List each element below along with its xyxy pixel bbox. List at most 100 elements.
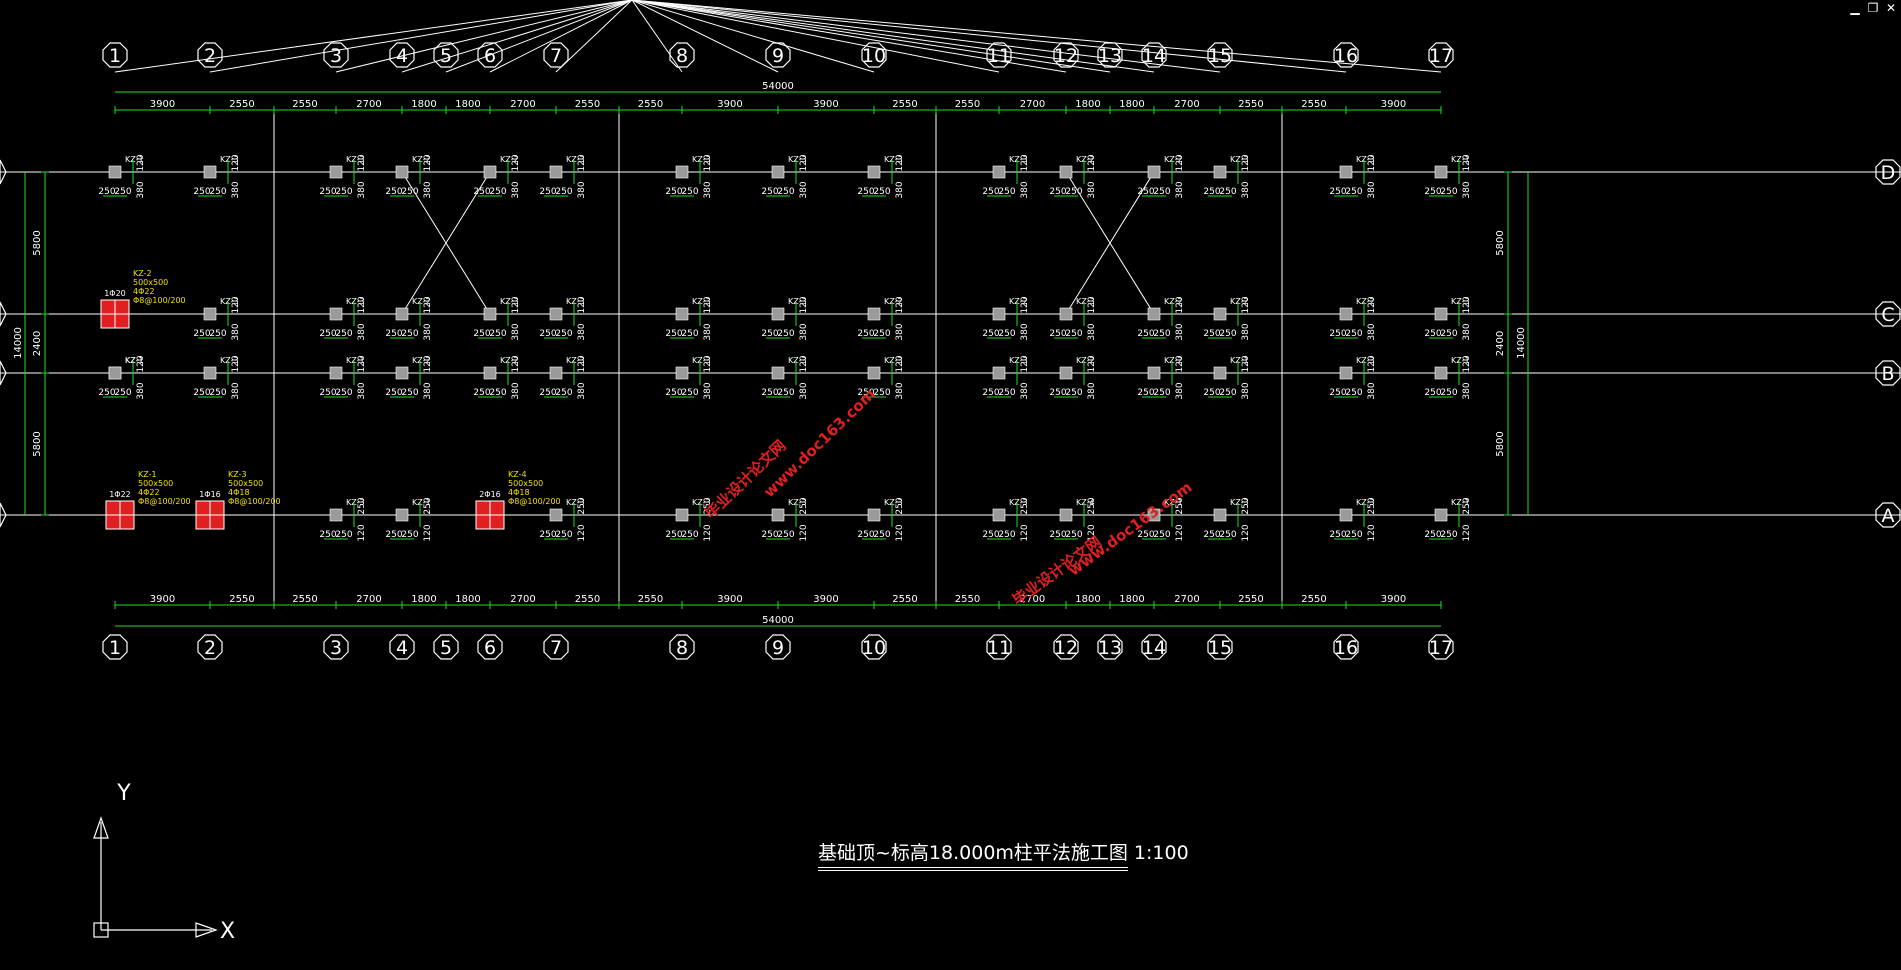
detail-kz2-size: 500x500: [133, 278, 168, 287]
column-dim-value: 120: [357, 524, 367, 541]
column-bottom-dim-value: 250: [1219, 388, 1236, 398]
column-marker: [867, 508, 881, 522]
column-bottom-dim-value: 250: [777, 187, 794, 197]
dim-top-segment-label: 2550: [229, 99, 254, 110]
column-label: KZ-3: [788, 155, 807, 164]
axis-top-8-bubble: [669, 42, 695, 68]
column-dim-value: 380: [799, 181, 809, 198]
column-dim-value: 380: [703, 323, 713, 340]
column-label: KZ-3: [884, 155, 903, 164]
column-label: KZ-3: [220, 155, 239, 164]
column-label: KZ-1: [125, 155, 144, 164]
dim-bottom-segment-label: 2550: [638, 594, 663, 605]
column-bottom-dim-value: 250: [857, 329, 874, 339]
column-label: KZ-3: [220, 297, 239, 306]
column-dim-value: 120: [1241, 296, 1251, 313]
minimize-icon[interactable]: ▁: [1850, 1, 1860, 15]
column-bottom-dim-value: 250: [1329, 388, 1346, 398]
axis-bottom-6-bubble: [477, 634, 503, 660]
dim-bottom-segment-label: 3900: [717, 594, 742, 605]
axis-top-12-bubble: [1053, 42, 1079, 68]
dim-bottom-segment-label: 2700: [356, 594, 381, 605]
column-dim-value: 120: [1175, 154, 1185, 171]
column-label: KZ-2: [1164, 356, 1183, 365]
axis-left-D-bubble: [0, 159, 7, 185]
column-label: KZ-3: [884, 356, 903, 365]
column-label: KZ-1: [1451, 155, 1470, 164]
column-marker: [1339, 508, 1353, 522]
column-bottom-dim-value: 250: [777, 329, 794, 339]
dim-bottom-segment-label: 1800: [1075, 594, 1100, 605]
column-bottom-dim-value: 250: [1219, 329, 1236, 339]
column-bottom-dim-value: 250: [665, 388, 682, 398]
dim-vertical-label: 5800: [1495, 431, 1506, 456]
column-dim-value: 380: [357, 323, 367, 340]
column-dim-value: 120: [1175, 355, 1185, 372]
dim-top-segment-label: 2550: [1301, 99, 1326, 110]
column-label: KZ-4: [1076, 498, 1095, 507]
column-dim-value: 120: [895, 524, 905, 541]
column-bottom-dim-value: 250: [873, 329, 890, 339]
restore-icon[interactable]: ❐: [1867, 1, 1879, 15]
axis-bottom-2-label: 2: [204, 637, 216, 659]
column-bottom-dim-value: 250: [1203, 388, 1220, 398]
dim-top-segment-label: 1800: [1075, 99, 1100, 110]
column-label: KZ-3: [1356, 498, 1375, 507]
dim-top-segment-label: 1800: [1119, 99, 1144, 110]
column-dim-value: 250: [1462, 497, 1472, 514]
close-icon[interactable]: ✕: [1885, 1, 1897, 15]
column-bottom-dim-value: 250: [873, 388, 890, 398]
column-bottom-dim-value: 250: [761, 530, 778, 540]
column-label: KZ-3: [692, 498, 711, 507]
column-bottom-dim-value: 250: [335, 388, 352, 398]
dim-bottom-segment-label: 3900: [1381, 594, 1406, 605]
axis-bottom-14-label: 14: [1142, 637, 1166, 659]
column-dim-value: 120: [423, 355, 433, 372]
column-dim-value: 380: [357, 181, 367, 198]
column-label: KZ-1: [346, 356, 365, 365]
dim-top-segment-label: 2700: [1174, 99, 1199, 110]
column-bottom-dim-value: 250: [1137, 187, 1154, 197]
grid-line-col-4: [401, 0, 633, 73]
column-bottom-dim-value: 250: [401, 388, 418, 398]
column-bottom-dim-value: 250: [1440, 329, 1457, 339]
column-bottom-dim-value: 250: [1137, 388, 1154, 398]
column-dim-value: 120: [1175, 296, 1185, 313]
column-marker: [992, 366, 1006, 380]
column-bottom-dim-value: 250: [1345, 329, 1362, 339]
column-dim-value: 380: [357, 382, 367, 399]
column-dim-value: 120: [1241, 355, 1251, 372]
column-label: KZ-3: [788, 356, 807, 365]
axis-left-C-bubble: [0, 301, 7, 327]
axis-bottom-4-label: 4: [396, 637, 408, 659]
column-dim-value: 380: [136, 181, 146, 198]
detail-kz3-stirrup: Φ8@100/200: [228, 497, 281, 506]
column-label: KZ-1: [1230, 356, 1249, 365]
column-marker: [1339, 165, 1353, 179]
axis-bottom-15-bubble: [1207, 634, 1233, 660]
column-dim-value: 120: [703, 296, 713, 313]
column-bottom-dim-value: 250: [777, 530, 794, 540]
grid-line-col-9: [631, 0, 779, 73]
column-bottom-dim-value: 250: [1049, 187, 1066, 197]
column-marker: [1059, 366, 1073, 380]
column-marker: [1147, 165, 1161, 179]
grid-line-col-12: [631, 0, 1067, 73]
column-dim-value: 120: [1020, 154, 1030, 171]
grid-line-col-2: [209, 0, 633, 73]
dim-top-segment-label: 2700: [510, 99, 535, 110]
axis-top-11-label: 11: [987, 45, 1011, 67]
axis-top-9-bubble: [765, 42, 791, 68]
axis-top-13-bubble: [1097, 42, 1123, 68]
column-dim-value: 380: [1241, 382, 1251, 399]
column-dim-value: 380: [1241, 181, 1251, 198]
dim-top-segment-label: 2550: [892, 99, 917, 110]
column-marker: [108, 165, 122, 179]
axis-bottom-12-bubble: [1053, 634, 1079, 660]
column-bottom-dim-value: 250: [665, 329, 682, 339]
column-dim-value: 380: [1020, 382, 1030, 399]
dim-vertical-label: 2400: [1495, 331, 1506, 356]
column-marker: [329, 366, 343, 380]
